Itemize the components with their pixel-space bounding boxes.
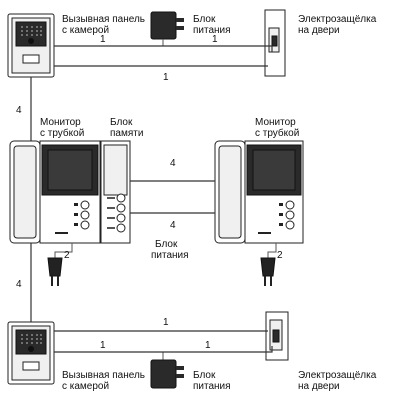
memory-unit [100, 140, 131, 244]
wire-count-monitor-link-top: 4 [170, 158, 176, 169]
wire-count-bottom-panel-monitor: 4 [16, 279, 22, 290]
lock-top-label-1: Электрозащёлка [298, 14, 377, 25]
call-panel-top [7, 13, 55, 78]
psu-bottom-label-2: питания [193, 381, 231, 392]
wire-count-right-plug: 2 [277, 250, 283, 261]
monitor-left [9, 140, 101, 244]
monitor-right [214, 140, 304, 244]
wire-count-left-plug: 2 [64, 250, 70, 261]
psu-mid-label-2: питания [151, 250, 189, 261]
call-panel-bottom-label-1: Вызывная панель [62, 370, 145, 381]
wire-count-top-panel-monitor: 4 [16, 105, 22, 116]
lock-bottom [265, 311, 289, 361]
wire-count-bot-psu-lock: 1 [205, 340, 211, 351]
wire-count-top-panel-psu: 1 [100, 34, 106, 45]
psu-top-label-2: питания [193, 25, 231, 36]
psu-top [150, 11, 184, 46]
call-panel-bottom-label-2: с камерой [62, 381, 109, 392]
wire-count-top-psu-lock: 1 [212, 34, 218, 45]
monitor-left-label-1: Монитор [40, 117, 81, 128]
lock-top-label-2: на двери [298, 25, 340, 36]
wire-count-top-panel-lock: 1 [163, 72, 169, 83]
monitor-right-label-2: с трубкой [255, 127, 299, 139]
plug-left [47, 243, 73, 286]
memory-label-2: памяти [110, 128, 143, 139]
monitor-left-label-2: с трубкой [40, 127, 84, 139]
wire-count-bot-panel-psu: 1 [100, 340, 106, 351]
lock-top [264, 9, 286, 77]
psu-top-label-1: Блок [193, 14, 216, 25]
plug-right [260, 243, 277, 286]
call-panel-top-label-2: с камерой [62, 25, 109, 36]
psu-mid-label-1: Блок [155, 239, 178, 250]
wire-count-bot-panel-lock: 1 [163, 317, 169, 328]
call-panel-top-label-1: Вызывная панель [62, 14, 145, 25]
psu-bottom [150, 352, 184, 389]
monitor-right-label-1: Монитор [255, 117, 296, 128]
lock-bottom-label-2: на двери [298, 381, 340, 392]
psu-bottom-label-1: Блок [193, 370, 216, 381]
wire-count-monitor-link-bottom: 4 [170, 220, 176, 231]
lock-bottom-label-1: Электрозащёлка [298, 370, 377, 381]
memory-label-1: Блок [110, 117, 133, 128]
call-panel-bottom [7, 321, 55, 385]
